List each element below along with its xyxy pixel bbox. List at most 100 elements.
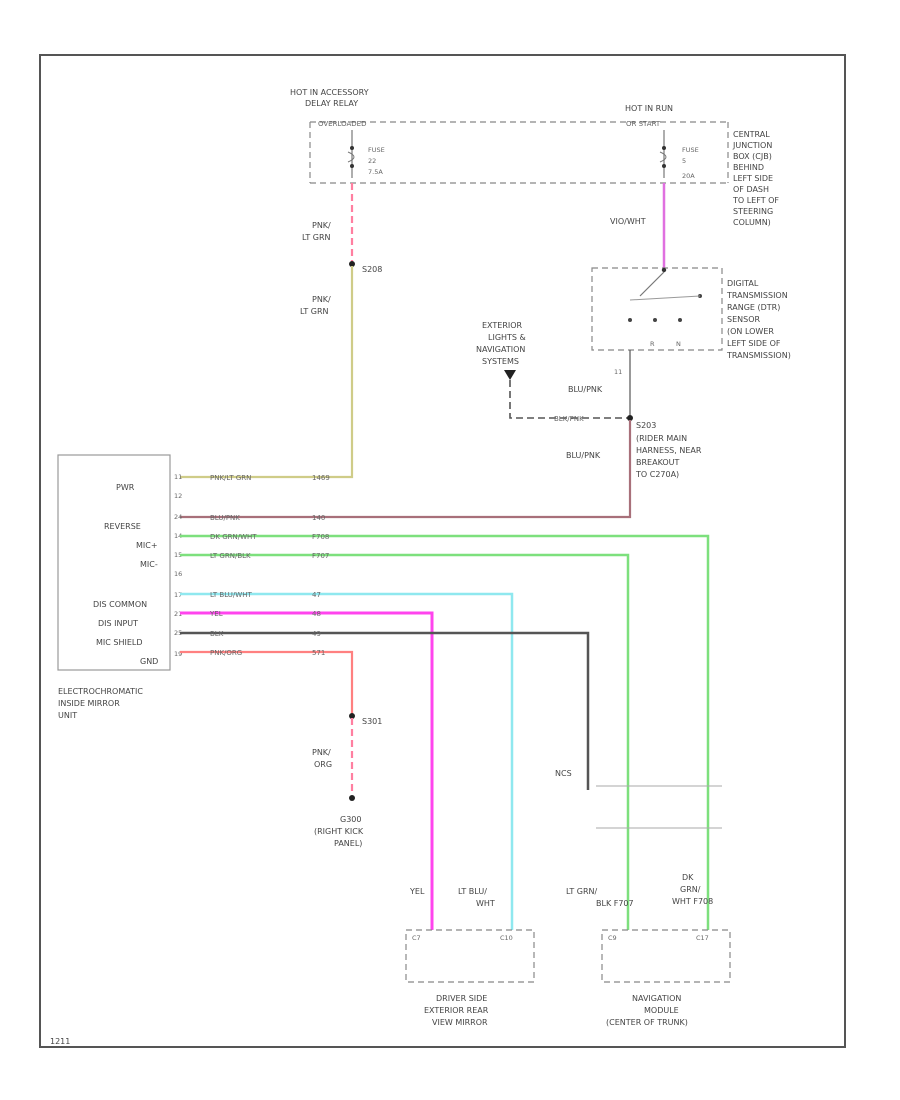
svg-text:MIC+: MIC+ bbox=[136, 541, 158, 550]
relay-fuse-3: 7.5A bbox=[368, 168, 383, 176]
driver-mirror-box bbox=[405, 929, 535, 983]
blu-pnk-label-1: BLU/PNK bbox=[568, 385, 603, 394]
svg-text:(CENTER OF TRUNK): (CENTER OF TRUNK) bbox=[606, 1018, 688, 1027]
svg-text:BLU/PNK: BLU/PNK bbox=[210, 514, 240, 522]
ext-lights-connector-icon bbox=[504, 370, 516, 380]
vio-wht-label: VIO/WHT bbox=[610, 217, 646, 226]
svg-text:BLK: BLK bbox=[210, 630, 224, 638]
relay-circuit: OVERLOADED bbox=[318, 120, 367, 128]
splice-s301-label: S301 bbox=[362, 717, 382, 726]
svg-text:LEFT SIDE OF: LEFT SIDE OF bbox=[727, 339, 781, 348]
svg-text:RANGE (DTR): RANGE (DTR) bbox=[727, 303, 780, 312]
svg-text:1469: 1469 bbox=[312, 474, 330, 482]
ground-wire-label-2: ORG bbox=[314, 760, 332, 769]
hotrun-fuse-3: 20A bbox=[682, 172, 695, 180]
svg-text:(ON LOWER: (ON LOWER bbox=[727, 327, 774, 336]
ncs-label: NCS bbox=[555, 769, 572, 778]
footer-code: 1211 bbox=[50, 1037, 70, 1046]
svg-text:F707: F707 bbox=[312, 552, 329, 560]
svg-text:TRANSMISSION: TRANSMISSION bbox=[726, 291, 788, 300]
svg-text:DRIVER SIDE: DRIVER SIDE bbox=[436, 994, 487, 1003]
svg-text:VIEW MIRROR: VIEW MIRROR bbox=[432, 1018, 488, 1027]
upper-wire-label-1: PNK/ bbox=[312, 221, 331, 230]
svg-text:571: 571 bbox=[312, 649, 325, 657]
svg-text:EXTERIOR REAR: EXTERIOR REAR bbox=[424, 1006, 489, 1015]
svg-text:DIS COMMON: DIS COMMON bbox=[93, 600, 147, 609]
splice-s208 bbox=[349, 261, 355, 267]
svg-text:12: 12 bbox=[174, 492, 182, 500]
svg-text:PNK/ORG: PNK/ORG bbox=[210, 649, 242, 657]
svg-text:DIS INPUT: DIS INPUT bbox=[98, 619, 138, 628]
driver-mirror-label: DRIVER SIDE EXTERIOR REAR VIEW MIRROR bbox=[424, 994, 489, 1027]
dtr-pin-n: N bbox=[676, 340, 681, 348]
svg-text:BREAKOUT: BREAKOUT bbox=[636, 458, 680, 467]
fuse-5-icon bbox=[659, 130, 667, 178]
svg-text:EXTERIOR: EXTERIOR bbox=[482, 321, 523, 330]
svg-text:HARNESS, NEAR: HARNESS, NEAR bbox=[636, 446, 702, 455]
svg-text:TO C270A): TO C270A) bbox=[635, 470, 679, 479]
splice-s203 bbox=[627, 415, 633, 421]
svg-text:WHT F708: WHT F708 bbox=[672, 897, 713, 906]
svg-text:MODULE: MODULE bbox=[644, 1006, 679, 1015]
dtr-description: DIGITAL TRANSMISSION RANGE (DTR) SENSOR … bbox=[726, 279, 791, 360]
svg-text:15: 15 bbox=[174, 551, 182, 559]
svg-text:47: 47 bbox=[312, 591, 321, 599]
svg-text:LIGHTS &: LIGHTS & bbox=[488, 333, 526, 342]
svg-text:YEL: YEL bbox=[409, 887, 425, 896]
dtr-sensor: R N bbox=[591, 267, 723, 351]
svg-text:LT GRN/BLK: LT GRN/BLK bbox=[210, 552, 251, 560]
splice-s203-label: S203 bbox=[636, 421, 656, 430]
lower-wire-label-2: LT GRN bbox=[300, 307, 329, 316]
svg-text:14: 14 bbox=[174, 532, 182, 540]
svg-text:COLUMN): COLUMN) bbox=[733, 218, 771, 227]
nav-pin-c17: C17 bbox=[696, 934, 709, 942]
ground-icon bbox=[349, 795, 355, 801]
ground-label: G300 (RIGHT KICK PANEL) bbox=[314, 815, 364, 848]
svg-text:BLK F707: BLK F707 bbox=[596, 899, 634, 908]
exterior-lights-label: EXTERIOR LIGHTS & NAVIGATION SYSTEMS bbox=[476, 321, 526, 366]
hotrun-circuit: OR START bbox=[626, 120, 661, 128]
wire-lt-blu-wht bbox=[180, 592, 514, 930]
svg-text:DK: DK bbox=[682, 873, 694, 882]
svg-text:OF DASH: OF DASH bbox=[733, 185, 769, 194]
ncs-shield-lines bbox=[596, 785, 722, 829]
svg-text:INSIDE MIRROR: INSIDE MIRROR bbox=[58, 699, 120, 708]
svg-text:17: 17 bbox=[174, 591, 182, 599]
wire-blk-pnk-dash bbox=[509, 380, 628, 419]
svg-text:NAVIGATION: NAVIGATION bbox=[476, 345, 525, 354]
wire-blu-pnk-reverse bbox=[180, 420, 632, 519]
mirror-unit-box bbox=[57, 454, 171, 671]
svg-text:LEFT SIDE: LEFT SIDE bbox=[733, 174, 773, 183]
svg-text:LT BLU/WHT: LT BLU/WHT bbox=[210, 591, 252, 599]
svg-text:UNIT: UNIT bbox=[58, 711, 77, 720]
svg-text:G300: G300 bbox=[340, 815, 361, 824]
svg-text:11: 11 bbox=[174, 473, 182, 481]
svg-text:GRN/: GRN/ bbox=[680, 885, 701, 894]
svg-text:CENTRAL: CENTRAL bbox=[733, 130, 770, 139]
mirror-pin-numbers: 11 12 24 14 15 16 17 21 25 19 bbox=[174, 473, 182, 658]
wire-row-labels: PNK/LT GRN 1469 BLU/PNK 140 DK GRN/WHT F… bbox=[209, 474, 330, 657]
relay-fuse-1: FUSE bbox=[368, 146, 385, 154]
svg-text:49: 49 bbox=[312, 630, 321, 638]
svg-text:25: 25 bbox=[174, 629, 182, 637]
cjb-description: CENTRAL JUNCTION BOX (CJB) BEHIND LEFT S… bbox=[732, 130, 779, 227]
driver-mirror-pin-c10: C10 bbox=[500, 934, 513, 942]
svg-text:MIC SHIELD: MIC SHIELD bbox=[96, 638, 143, 647]
svg-text:LT GRN/: LT GRN/ bbox=[566, 887, 598, 896]
wire-dk-grn-wht bbox=[180, 534, 710, 930]
wire-pnk-org bbox=[180, 650, 354, 715]
fuse-22-icon bbox=[347, 130, 355, 178]
blk-pnk-dash-label: BLK/PNK bbox=[554, 415, 584, 423]
svg-text:SYSTEMS: SYSTEMS bbox=[482, 357, 519, 366]
s203-description: (RIDER MAIN HARNESS, NEAR BREAKOUT TO C2… bbox=[635, 434, 702, 479]
svg-text:ELECTROCHROMATIC: ELECTROCHROMATIC bbox=[58, 687, 143, 696]
svg-text:PWR: PWR bbox=[116, 483, 135, 492]
svg-text:19: 19 bbox=[174, 650, 182, 658]
svg-text:REVERSE: REVERSE bbox=[104, 522, 141, 531]
nav-pin-c9: C9 bbox=[608, 934, 617, 942]
svg-text:YEL: YEL bbox=[209, 610, 223, 618]
diagram-border bbox=[39, 54, 846, 1048]
svg-text:48: 48 bbox=[312, 610, 321, 618]
mirror-unit-label: ELECTROCHROMATIC INSIDE MIRROR UNIT bbox=[58, 687, 143, 720]
